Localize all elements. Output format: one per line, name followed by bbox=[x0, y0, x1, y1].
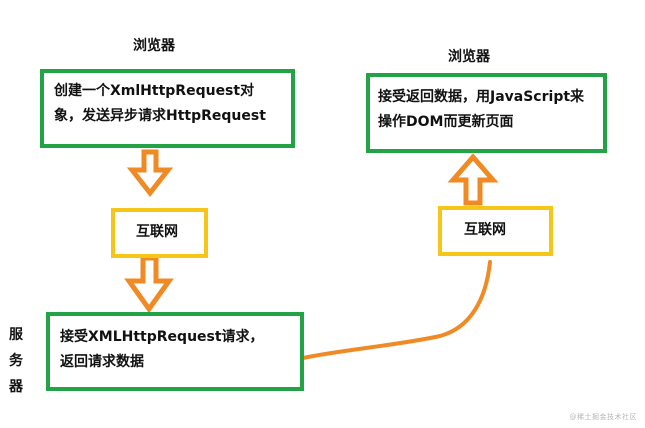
browser-update-box: 接受返回数据，用JavaScript来 操作DOM而更新页面 bbox=[366, 73, 607, 153]
server-label-char: 务 bbox=[9, 353, 23, 369]
internet-box-left: 互联网 bbox=[111, 208, 208, 258]
server-label-char: 器 bbox=[9, 379, 23, 395]
response-connector-line bbox=[301, 260, 492, 360]
server-receive-box: 接受XMLHttpRequest请求， 返回请求数据 bbox=[46, 312, 304, 391]
browser-update-line-2: 操作DOM而更新页面 bbox=[378, 114, 514, 130]
down-arrow-icon bbox=[126, 149, 174, 198]
server-label-char: 服 bbox=[9, 327, 23, 343]
down-arrow-icon bbox=[124, 255, 174, 314]
browser-label-right: 浏览器 bbox=[448, 49, 490, 65]
watermark: @稀土掘金技术社区 bbox=[569, 413, 637, 421]
internet-label-left: 互联网 bbox=[136, 224, 178, 240]
up-arrow-icon bbox=[447, 153, 499, 206]
create-request-line-2: 象，发送异步请求HttpRequest bbox=[54, 108, 266, 124]
create-request-line-1: 创建一个XmlHttpRequest对 bbox=[54, 83, 255, 99]
browser-update-line-1: 接受返回数据，用JavaScript来 bbox=[378, 89, 585, 105]
server-receive-line-2: 返回请求数据 bbox=[60, 354, 144, 370]
server-receive-line-1: 接受XMLHttpRequest请求， bbox=[60, 329, 264, 345]
internet-box-right: 互联网 bbox=[438, 206, 553, 256]
create-request-box: 创建一个XmlHttpRequest对 象，发送异步请求HttpRequest bbox=[40, 69, 295, 148]
server-label: 服 务 器 bbox=[9, 322, 23, 400]
browser-label-left: 浏览器 bbox=[133, 38, 175, 54]
internet-label-right: 互联网 bbox=[464, 222, 506, 238]
